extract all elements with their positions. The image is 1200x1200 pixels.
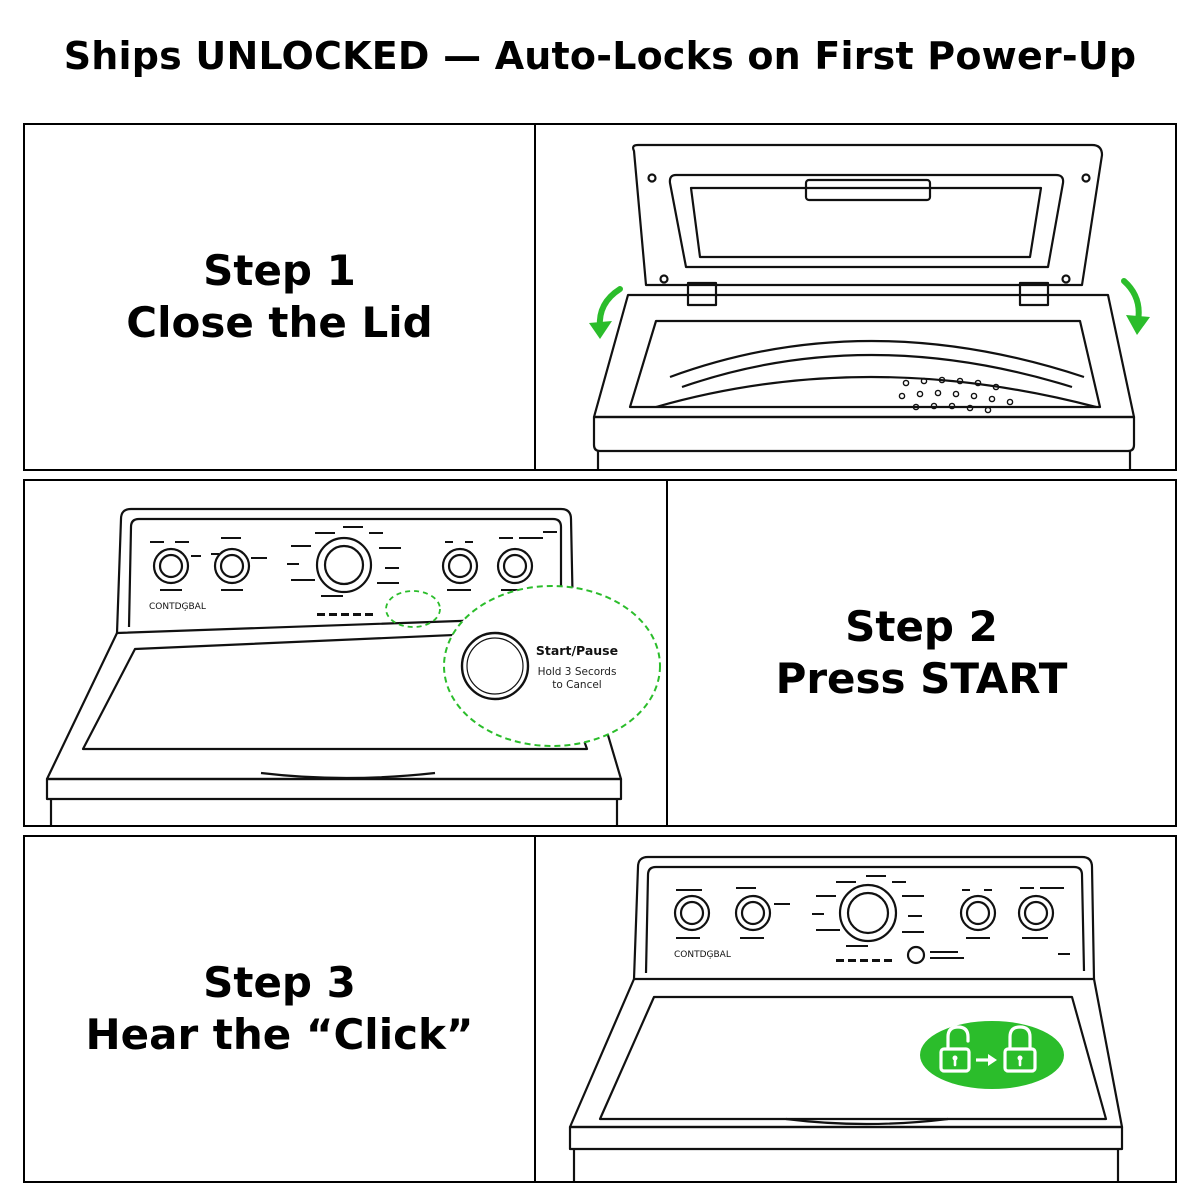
- curved-arrow-down-icon: [1121, 278, 1150, 335]
- brand-label: CONTDĢBAL: [149, 602, 206, 612]
- page-title: Ships UNLOCKED — Auto-Locks on First Pow…: [63, 34, 1137, 78]
- step1-caption: Step 1 Close the Lid: [25, 125, 534, 469]
- step1-image-panel: [534, 123, 1177, 471]
- start-pause-label: Start/Pause: [536, 643, 618, 658]
- step3-text-panel: Step 3 Hear the “Click”: [23, 835, 536, 1183]
- brand-label: CONTDĢBAL: [674, 950, 731, 960]
- step1-number: Step 1: [203, 245, 356, 295]
- start-pause-callout: Start/Pause Hold 3 Secords to Cancel: [443, 585, 661, 747]
- control-panel-washer-illustration: CONTDĢBAL Start/Pause Hold 3 Secords to …: [45, 507, 661, 825]
- step2-image-panel: CONTDĢBAL Start/Pause Hold 3 Secords to …: [23, 479, 668, 827]
- unlocked-padlock-icon: [939, 1025, 971, 1073]
- step2-text-panel: Step 2 Press START: [666, 479, 1177, 827]
- locked-padlock-icon: [1003, 1025, 1037, 1073]
- step2-number: Step 2: [845, 601, 998, 651]
- locked-washer-illustration: CONTDĢBAL: [568, 855, 1124, 1181]
- basket-holes: [898, 376, 1014, 414]
- dial-markings: [150, 526, 557, 616]
- hold-hint-line2: to Cancel: [552, 679, 601, 691]
- step3-instruction: Hear the “Click”: [85, 1010, 474, 1059]
- start-pause-button[interactable]: [460, 631, 530, 701]
- open-lid-washer-illustration: [589, 143, 1150, 469]
- lock-status-badge: [920, 1021, 1064, 1089]
- hold-hint-line1: Hold 3 Secords: [538, 666, 617, 678]
- step3-caption: Step 3 Hear the “Click”: [25, 837, 534, 1181]
- step2-instruction: Press START: [775, 654, 1068, 703]
- step1-text-panel: Step 1 Close the Lid: [23, 123, 536, 471]
- arrow-right-icon: [976, 1054, 997, 1066]
- step2-caption: Step 2 Press START: [668, 481, 1175, 825]
- step3-image-panel: CONTDĢBAL: [534, 835, 1177, 1183]
- dial-markings: [676, 875, 1070, 962]
- curved-arrow-down-icon: [589, 286, 623, 339]
- start-button-highlight: [385, 590, 441, 628]
- step3-number: Step 3: [203, 957, 356, 1007]
- step1-instruction: Close the Lid: [126, 298, 433, 347]
